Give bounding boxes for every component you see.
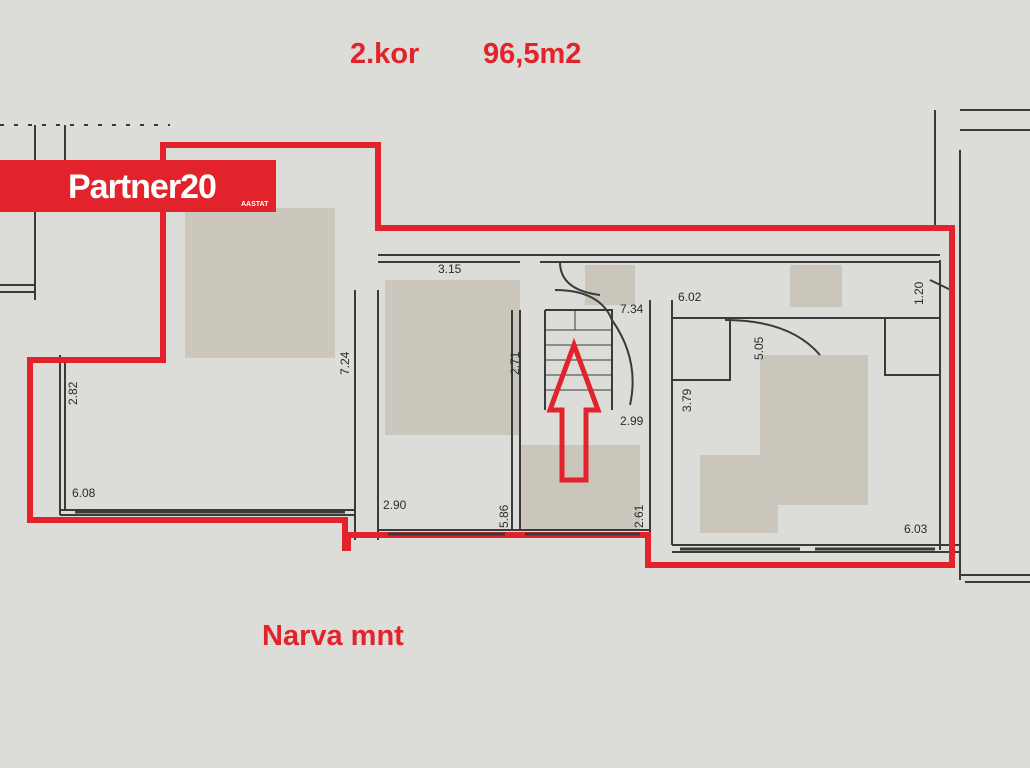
logo-badge <box>0 160 276 212</box>
dimension-label: 3.15 <box>438 262 462 276</box>
logo-subtitle: AASTAT <box>241 201 269 208</box>
dimension-label: 3.79 <box>680 388 694 412</box>
floor-label: 2.kor <box>350 38 420 70</box>
dimension-label: 5.86 <box>497 504 511 528</box>
dimension-label: 6.03 <box>904 522 928 536</box>
dimension-label: 7.24 <box>338 351 352 375</box>
interior-walls <box>59 254 960 553</box>
dimension-label: 6.02 <box>678 290 702 304</box>
dimension-label: 2.90 <box>383 498 407 512</box>
neighbour-walls <box>0 109 1030 583</box>
dimension-label: 1.20 <box>912 281 926 305</box>
entrance-arrow-icon <box>546 337 602 483</box>
logo-text: Partner20 <box>68 168 217 206</box>
dimension-label: 7.34 <box>620 302 644 316</box>
dimension-label: 2.99 <box>620 414 644 428</box>
street-label: Narva mnt <box>262 620 404 652</box>
dimension-label: 2.82 <box>66 381 80 405</box>
dimension-label: 2.71 <box>508 351 522 375</box>
windows <box>75 510 935 551</box>
dimension-label: 6.08 <box>72 486 96 500</box>
dimension-label: 2.61 <box>632 504 646 528</box>
blurred-areas <box>185 208 868 533</box>
area-label: 96,5m2 <box>483 38 582 70</box>
dimension-label: 5.05 <box>752 336 766 360</box>
premises-outline <box>27 142 955 568</box>
